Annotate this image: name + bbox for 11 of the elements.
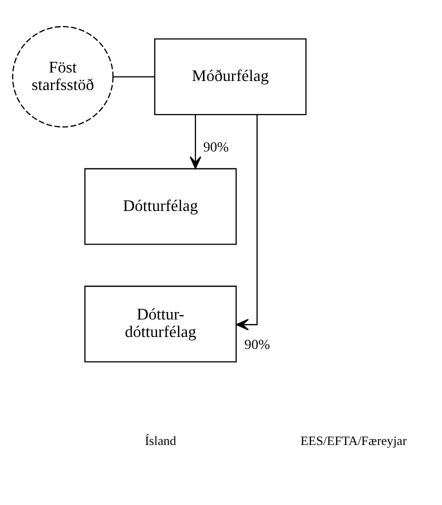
node-box: Dótturfélag <box>84 168 237 244</box>
node-circle: Föst starfsstöð <box>12 26 114 128</box>
node-box: Dóttur- dótturfélag <box>84 285 237 362</box>
label: EES/EFTA/Færeyjar <box>300 433 407 448</box>
arrow <box>190 114 202 168</box>
arrow <box>236 114 258 330</box>
edge-label: 90% <box>244 337 270 352</box>
connector <box>113 76 155 77</box>
label: Ísland <box>144 433 176 448</box>
edge-label: 90% <box>203 140 229 155</box>
node-box: Móðurfélag <box>154 38 307 115</box>
